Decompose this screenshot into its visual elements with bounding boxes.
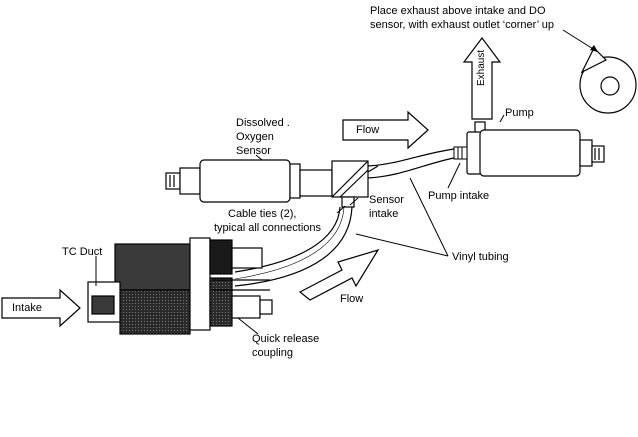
vinyl-leader-2 xyxy=(355,233,449,257)
exhaust-arrow-label: Exhaust xyxy=(476,49,487,86)
intake-arrow-shape xyxy=(1,288,81,328)
flow-arrow-bottom-shape xyxy=(298,248,380,301)
pump-fitting xyxy=(453,146,468,160)
pump xyxy=(466,121,605,177)
exhaust-note-line2: sensor, with exhaust outlet ‘corner’ up xyxy=(370,19,555,31)
flow-bottom-label: Flow xyxy=(340,293,364,305)
exhaust-arrow-shape xyxy=(462,37,502,120)
sensor-intake-label-line1: Sensor xyxy=(369,194,404,206)
do-sensor-label-line1: Dissolved . xyxy=(236,117,290,129)
do-sensor-label-line3: Sensor xyxy=(236,145,271,157)
exhaust-cross-section xyxy=(579,46,637,114)
leader-lines xyxy=(95,114,505,335)
pump-intake-label: Pump intake xyxy=(428,190,490,202)
do-sensor-leader xyxy=(255,154,263,161)
flow-arrow-top-shape xyxy=(342,110,429,150)
sensor-intake-label-line2: intake xyxy=(369,208,399,220)
do-sensor xyxy=(165,159,333,203)
quick-release-leader xyxy=(237,317,259,335)
intake-label: Intake xyxy=(12,302,42,314)
do-sensor-label-line2: Oxygen xyxy=(236,131,274,143)
exhaust-note-line1: Place exhaust above intake and DO xyxy=(370,5,546,17)
tc-duct-label: TC Duct xyxy=(62,246,103,258)
cable-ties-label-line2: typical all connections xyxy=(214,222,322,234)
quick-release-label-line2: coupling xyxy=(252,347,293,359)
sensor-intake-leader xyxy=(349,197,359,206)
pump-label: Pump xyxy=(505,107,534,119)
sensor-junction xyxy=(331,160,379,208)
exhaust-note-arrowhead xyxy=(590,45,598,52)
intake-housing xyxy=(87,237,273,335)
cable-ties-leader xyxy=(336,205,346,214)
flow-top-label: Flow xyxy=(356,124,380,136)
cable-ties-label-line1: Cable ties (2), xyxy=(228,208,297,220)
pump-leader xyxy=(499,114,505,123)
upper-vinyl-tubing xyxy=(367,148,455,179)
pump-intake-leader xyxy=(447,162,461,189)
vinyl-tubing-label: Vinyl tubing xyxy=(452,251,509,263)
vinyl-leader-1 xyxy=(409,177,449,257)
quick-release-label-line1: Quick release xyxy=(252,333,320,345)
